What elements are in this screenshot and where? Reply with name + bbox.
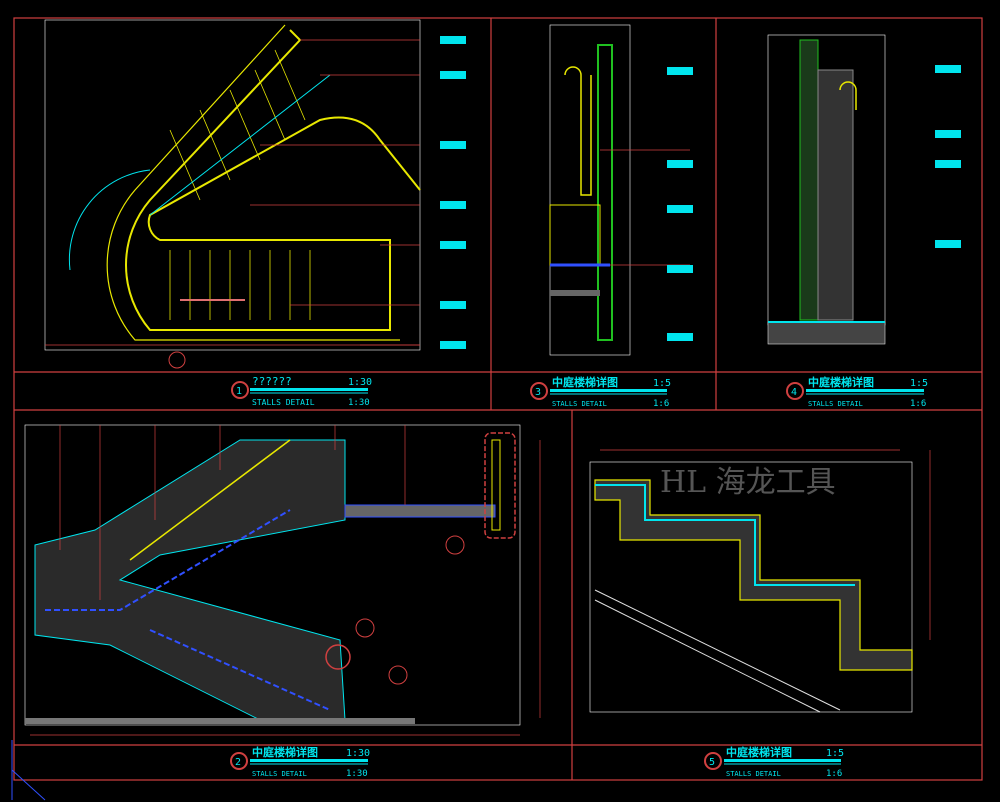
detail-scale-sub: 1:30 [348,398,370,408]
detail-3-section [549,24,693,356]
detail-scale-sub: 1:6 [910,399,926,409]
detail-4-section [767,34,961,345]
detail-subtitle: STALLS DETAIL [552,400,607,408]
title-block-1: 1 ?????? 1:30 STALLS DETAIL 1:30 [231,375,372,408]
detail-number: 5 [709,757,715,768]
detail-scale: 1:30 [346,748,370,759]
detail-number: 4 [791,387,797,398]
detail-subtitle: STALLS DETAIL [252,398,315,407]
detail-title: ?????? [252,375,292,388]
detail-scale-sub: 1:30 [346,769,368,779]
watermark: HL 海龙工具 [660,465,836,500]
detail-5-step-section: HL 海龙工具 [589,449,931,713]
detail-2-stair-elevation [24,424,541,736]
title-block-5: 5 中庭楼梯详图 1:5 STALLS DETAIL 1:6 [704,745,844,779]
detail-scale-sub: 1:6 [826,769,842,779]
detail-1-stair-plan [44,19,466,369]
title-block-2: 2 中庭楼梯详图 1:30 STALLS DETAIL 1:30 [230,745,370,779]
detail-title: 中庭楼梯详图 [726,745,792,759]
detail-title: 中庭楼梯详图 [552,375,618,389]
sheet-frame [13,17,983,781]
detail-scale: 1:5 [910,378,928,389]
detail-title: 中庭楼梯详图 [252,745,318,759]
title-block-4: 4 中庭楼梯详图 1:5 STALLS DETAIL 1:6 [786,375,928,409]
detail-subtitle: STALLS DETAIL [726,770,781,778]
detail-scale-sub: 1:6 [653,399,669,409]
title-block-3: 3 中庭楼梯详图 1:5 STALLS DETAIL 1:6 [530,375,671,409]
ucs-icon [11,740,46,801]
detail-subtitle: STALLS DETAIL [808,400,863,408]
detail-subtitle: STALLS DETAIL [252,770,307,778]
detail-scale: 1:5 [826,748,844,759]
detail-title: 中庭楼梯详图 [808,375,874,389]
detail-number: 3 [535,387,541,398]
detail-number: 1 [236,386,242,397]
detail-number: 2 [235,757,241,768]
detail-scale: 1:5 [653,378,671,389]
detail-scale: 1:30 [348,377,372,388]
